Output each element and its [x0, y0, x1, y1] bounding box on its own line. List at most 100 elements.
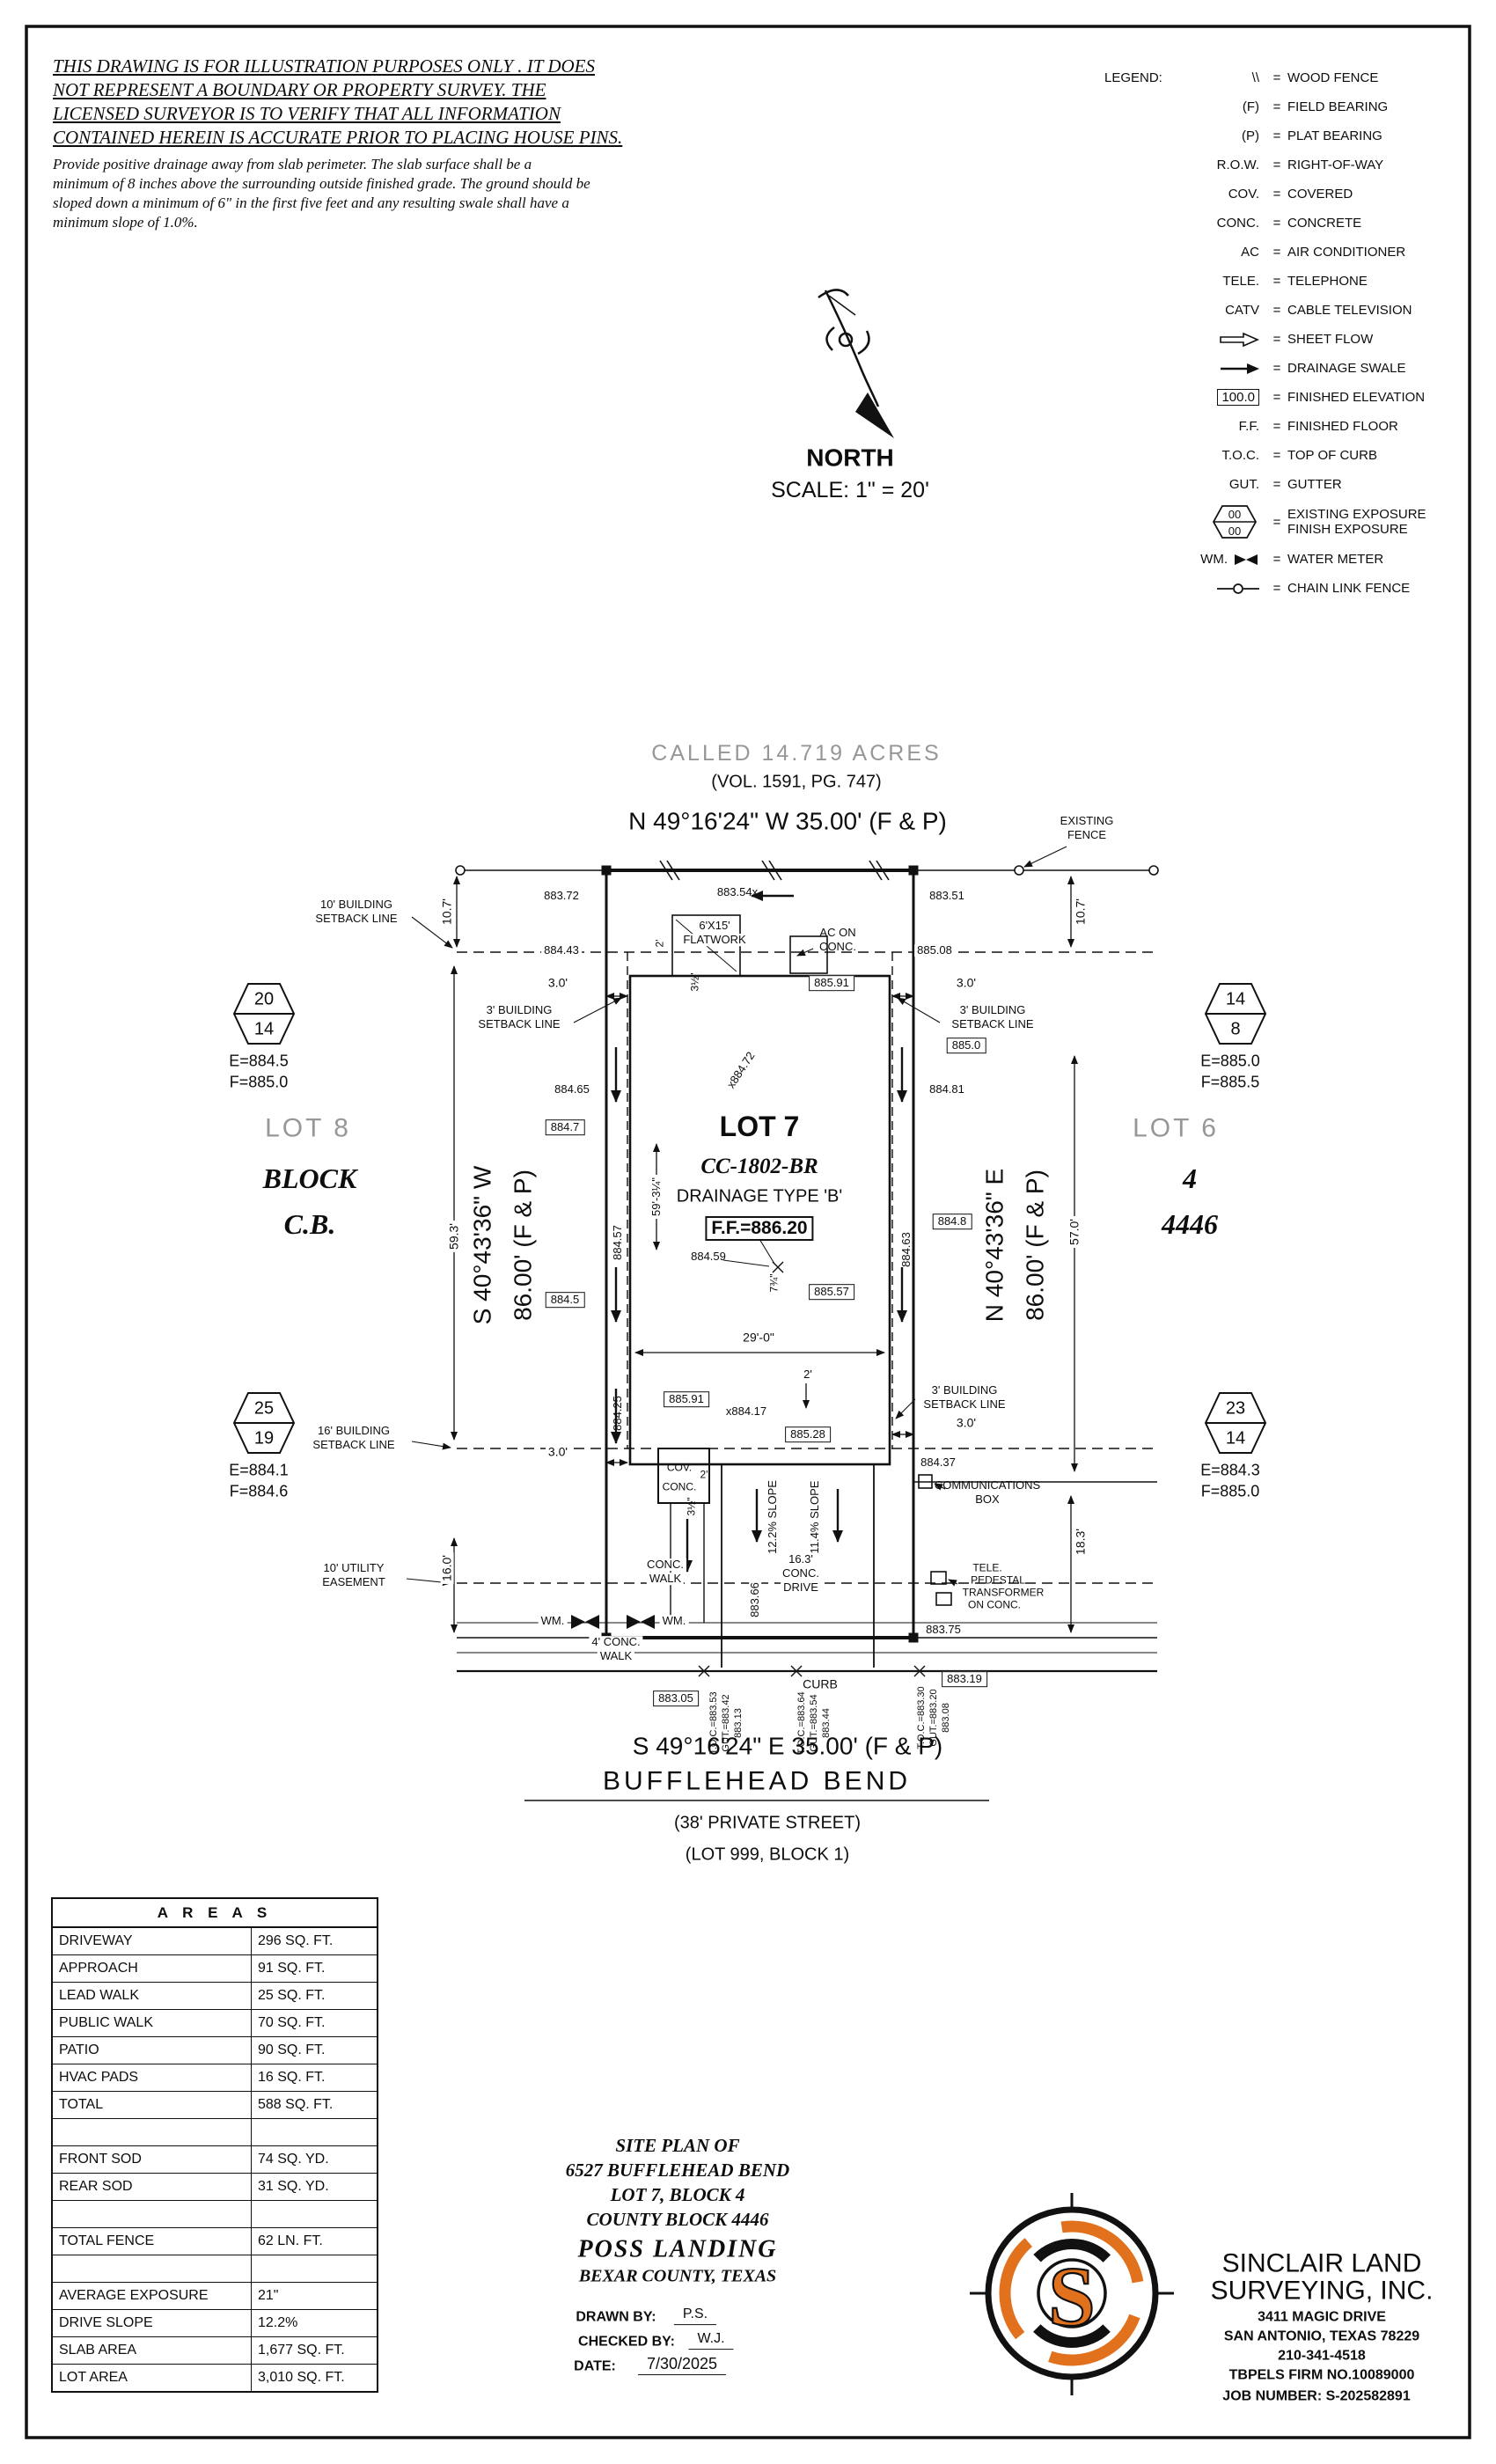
water-meter-legend-icon: WM.: [1175, 552, 1266, 567]
field-bearing-symbol: (F): [1242, 99, 1259, 114]
spot-elevation: 884.37: [918, 1456, 958, 1469]
legend-def: TELEPHONE: [1287, 274, 1368, 289]
county-line: BEXAR COUNTY, TEXAS: [578, 2266, 777, 2286]
setback-label: 16' BUILDING: [318, 1424, 390, 1438]
flatwork-label: FLATWORK: [680, 934, 749, 946]
exposure-hexagon-icon: 00 00: [1175, 502, 1266, 541]
firm-name: SURVEYING, INC.: [1210, 2276, 1434, 2306]
equals: =: [1272, 158, 1281, 172]
exposure-finish: 8: [1230, 1019, 1241, 1039]
lot7-label: LOT 7: [719, 1111, 800, 1143]
equals: =: [1272, 514, 1281, 530]
drawn-by-label: DRAWN BY:: [576, 2309, 656, 2325]
legend: LEGEND: \\ = WOOD FENCE (F)=FIELD BEARIN…: [1104, 63, 1456, 603]
equals: =: [1272, 303, 1281, 318]
covered-abbrev: COV.: [1228, 187, 1259, 202]
exposure-existing: 14: [1225, 989, 1246, 1009]
legend-def: RIGHT-OF-WAY: [1287, 158, 1384, 172]
disclaimer-line: LICENSED SURVEYOR IS TO VERIFY THAT ALL …: [53, 103, 561, 124]
legend-def: DRAINAGE SWALE: [1287, 361, 1406, 376]
legend-def: FINISHED FLOOR: [1287, 419, 1398, 434]
elevation-e: E=885.0: [1200, 1052, 1260, 1070]
house-outline: [457, 914, 1157, 1673]
ac-pad-label: AC ON: [819, 926, 856, 940]
easement-label: 10' UTILITY: [323, 1561, 385, 1575]
telephone-abbrev: TELE.: [1222, 274, 1259, 289]
dimension: 3.0': [545, 1445, 571, 1459]
dimension: 10.7': [440, 896, 454, 928]
exposure-finish: 19: [253, 1428, 275, 1448]
drive-label: CONC.: [780, 1567, 822, 1580]
dimension: 57.0': [1067, 1216, 1082, 1248]
date-label: DATE:: [574, 2358, 616, 2374]
legend-def: CHAIN LINK FENCE: [1287, 581, 1411, 596]
subdivision-name: POSS LANDING: [577, 2235, 778, 2263]
exposure-existing: 25: [253, 1398, 275, 1419]
setback-label: SETBACK LINE: [478, 1017, 561, 1031]
dimension: 16.0': [440, 1552, 454, 1584]
curb-label: CURB: [800, 1677, 840, 1691]
legend-def: AIR CONDITIONER: [1287, 245, 1406, 260]
existing-fence-label: FENCE: [1067, 828, 1107, 842]
plat-bearing-symbol: (P): [1242, 128, 1259, 143]
legend-def: CABLE TELEVISION: [1287, 303, 1412, 318]
drainage-note-line: Provide positive drainage away from slab…: [53, 156, 532, 172]
north-arrow-icon: [818, 289, 894, 438]
equals: =: [1272, 477, 1281, 492]
legend-def: WATER METER: [1287, 552, 1384, 567]
equals: =: [1272, 332, 1281, 347]
drainage-note-line: sloped down a minimum of 6" in the first…: [53, 194, 569, 211]
setback-label: SETBACK LINE: [312, 1438, 395, 1452]
east-distance: 86.00' (F & P): [1021, 1170, 1049, 1321]
lot8-label: LOT 8: [265, 1113, 351, 1143]
dimension: 3.0': [545, 976, 571, 990]
slope-label: 11.4% SLOPE: [808, 1478, 821, 1557]
acreage-call: CALLED 14.719 ACRES: [651, 740, 942, 766]
dimension: 2': [653, 939, 666, 948]
tele-pedestal-label: TELE.: [972, 1561, 1002, 1574]
walk-label: WALK: [646, 1573, 685, 1585]
north-label: NORTH: [806, 444, 894, 472]
drainage-note-line: minimum slope of 1.0%.: [53, 214, 198, 231]
ff-abbrev: F.F.: [1238, 419, 1259, 434]
checked-by-label: CHECKED BY:: [578, 2334, 675, 2350]
equals: =: [1272, 390, 1281, 405]
exposure-existing: 20: [253, 989, 275, 1009]
block-label: BLOCK: [262, 1162, 357, 1195]
slope-label: 12.2% SLOPE: [766, 1478, 779, 1557]
firm-address: SAN ANTONIO, TEXAS 78229: [1223, 2328, 1420, 2344]
legend-def: EXISTING EXPOSURE FINISH EXPOSURE: [1287, 507, 1426, 537]
dimension: 59.3': [447, 1221, 461, 1252]
checked-by-value: W.J.: [688, 2331, 734, 2350]
utility-symbols: [571, 1261, 952, 1677]
finished-elevation: 884.5: [545, 1292, 585, 1308]
plan-number: CC-1802-BR: [700, 1154, 818, 1178]
setback-label: SETBACK LINE: [951, 1017, 1034, 1031]
finished-elevation: 885.0: [946, 1038, 986, 1053]
water-meter-label: WM.: [659, 1615, 689, 1627]
spot-elevation: 884.25: [611, 1396, 625, 1431]
spot-elevation: x884.17: [725, 1404, 767, 1419]
dimension: 7¾": [767, 1273, 781, 1293]
equals: =: [1272, 581, 1281, 596]
elevation-f: F=885.5: [1200, 1073, 1260, 1091]
spot-elevation: 883.51: [929, 889, 964, 903]
legend-def: TOP OF CURB: [1287, 448, 1377, 463]
flatwork-label: 6'X15': [696, 920, 733, 932]
dimension: 3.0': [953, 976, 979, 990]
setback-label: 10' BUILDING: [320, 898, 392, 912]
south-bearing: S 49°16'24" E 35.00' (F & P): [632, 1732, 943, 1760]
exposure-finish: 14: [253, 1019, 275, 1039]
dimension: 3.0': [953, 1416, 979, 1430]
disclaimer-line: NOT REPRESENT A BOUNDARY OR PROPERTY SUR…: [53, 79, 546, 100]
date-value: 7/30/2025: [637, 2356, 727, 2375]
west-distance: 86.00' (F & P): [509, 1170, 537, 1321]
street-note: (38' PRIVATE STREET): [673, 1813, 862, 1833]
covered-concrete-label: COV.: [666, 1461, 693, 1474]
setback-label: SETBACK LINE: [315, 912, 398, 926]
